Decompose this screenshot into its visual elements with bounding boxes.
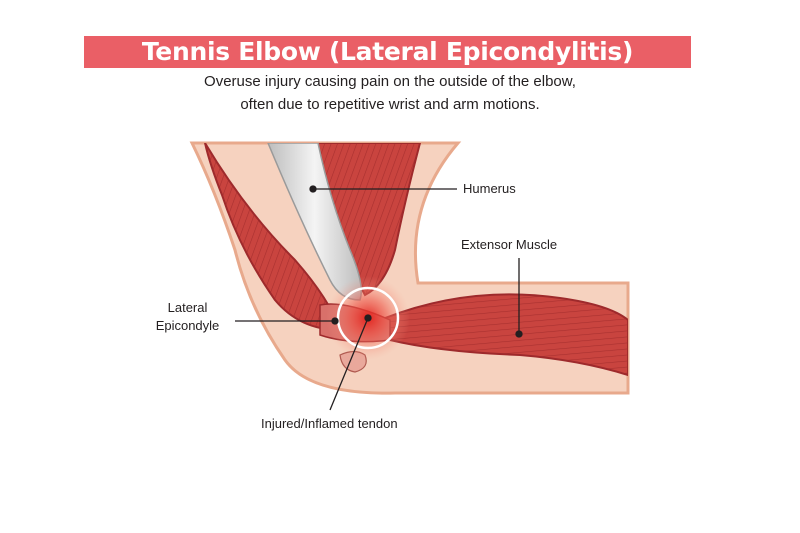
label-extensor-muscle: Extensor Muscle xyxy=(461,237,558,252)
leader-lines xyxy=(235,185,523,411)
inflammation-ring xyxy=(336,286,400,350)
label-injured-tendon: Injured/Inflamed tendon xyxy=(261,416,398,431)
label-humerus: Humerus xyxy=(463,181,516,196)
subtitle-line-2: often due to repetitive wrist and arm mo… xyxy=(240,96,540,113)
subtitle-line-1: Overuse injury causing pain on the outsi… xyxy=(204,73,576,90)
extensor-muscle xyxy=(383,293,628,377)
label-lateral-epicondyle-line1: Lateral xyxy=(167,300,208,315)
label-lateral-epicondyle-line2: Epicondyle xyxy=(155,318,220,333)
upper-arm-muscle-left xyxy=(204,143,342,332)
page-title: Tennis Elbow (Lateral Epicondylitis) xyxy=(84,36,691,68)
